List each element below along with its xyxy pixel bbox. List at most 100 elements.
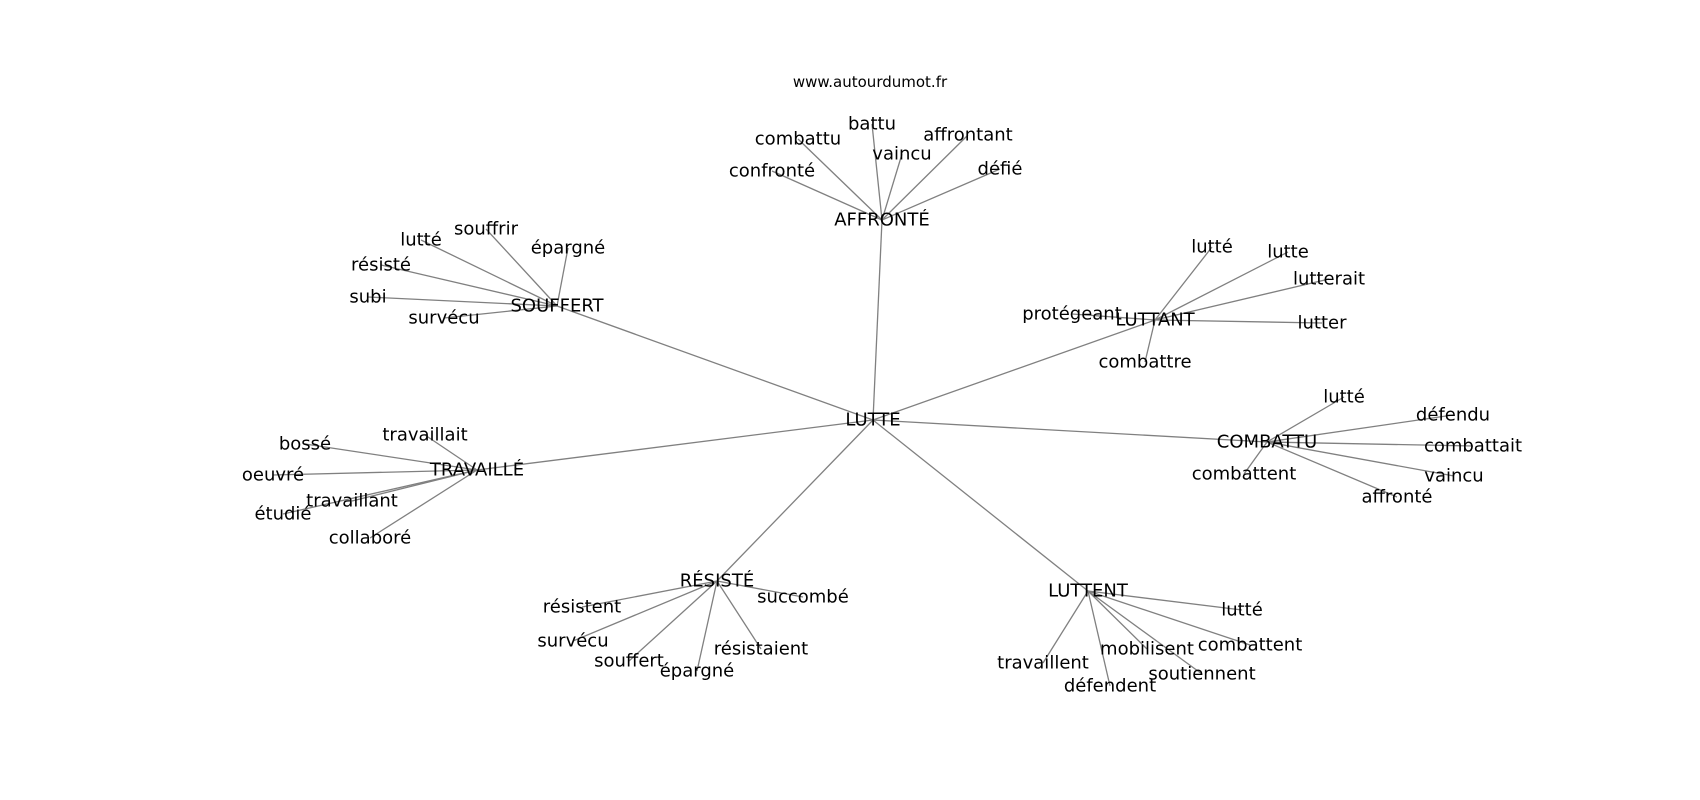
edge-affronte-combattu [797, 138, 883, 221]
edge-travaille-collabore [369, 469, 478, 539]
leaf-node-lutte: lutte [1267, 242, 1309, 263]
edge-combattu-defendu [1266, 414, 1454, 443]
hub-node-travaille: TRAVAILLÉ [429, 459, 524, 481]
leaf-node-travaillant: travaillant [306, 491, 398, 512]
edge-souffert-souffrir [485, 228, 558, 307]
leaf-node-souffrir: souffrir [454, 219, 519, 240]
edge-affronte-affrontant [881, 134, 969, 221]
leaf-node-defie: défié [978, 159, 1023, 180]
hub-node-combattu: COMBATTU [1217, 432, 1317, 453]
edge-luttant-lutter [1154, 319, 1323, 324]
edge-souffert-epargne [556, 247, 569, 307]
edge-resiste-resistaient [716, 580, 762, 650]
edge-souffert-resiste [380, 264, 558, 307]
edge-resiste-souffert [628, 580, 718, 662]
leaf-node-defendu: défendu [1416, 405, 1490, 426]
leaf-node-collabore: collaboré [329, 528, 411, 549]
edge-resiste-epargne [696, 580, 718, 672]
edge-affronte-confronte [771, 170, 883, 221]
leaf-node-resistaient: résistaient [714, 639, 808, 660]
leaf-node-affronte: affronté [1362, 487, 1433, 508]
leaf-node-survecu: survécu [537, 631, 608, 652]
leaf-node-travaillait: travaillait [382, 425, 467, 446]
edge-souffert-survecu [443, 305, 558, 319]
edge-combattu-combattait [1266, 441, 1474, 447]
edge-luttent-combattent [1087, 590, 1251, 646]
edge-luttent-defendent [1087, 590, 1111, 687]
edge-luttant-lutte [1154, 246, 1213, 321]
leaf-node-epargne: épargné [531, 238, 606, 259]
leaf-node-travaillent: travaillent [997, 653, 1089, 674]
hub-node-resiste: RÉSISTÉ [680, 570, 754, 592]
edge-luttant-protegeant [1071, 313, 1156, 321]
leaf-node-vaincu: vaincu [1424, 466, 1483, 487]
leaf-node-mobilisent: mobilisent [1100, 639, 1194, 660]
leaf-node-lutte: lutté [400, 230, 442, 251]
edge-travaille-travaillait [424, 434, 478, 471]
leaf-node-bosse: bossé [279, 434, 331, 455]
leaf-node-resiste: résisté [351, 255, 411, 276]
leaf-node-protegeant: protégeant [1022, 304, 1122, 325]
edge-center-luttant [872, 319, 1156, 421]
edge-travaille-oeuvre [272, 469, 478, 476]
edge-luttant-lutterait [1154, 278, 1330, 321]
leaf-node-battu: battu [848, 114, 896, 135]
edge-resiste-succombe [716, 580, 804, 598]
edge-affronte-vaincu [881, 153, 903, 221]
edge-luttant-lutte [1154, 251, 1289, 321]
edge-resiste-resistent [581, 580, 718, 608]
leaf-node-lutterait: lutterait [1293, 269, 1365, 290]
leaf-node-resistent: résistent [543, 597, 621, 618]
edge-travaille-bosse [304, 443, 478, 471]
leaf-node-combattre: combattre [1098, 352, 1191, 373]
edge-combattu-vaincu [1266, 441, 1455, 477]
hub-node-luttent: LUTTENT [1048, 581, 1129, 602]
edge-souffert-subi [367, 296, 558, 307]
hub-node-affronte: AFFRONTÉ [834, 209, 930, 231]
edge-center-resiste [716, 419, 874, 582]
leaf-node-oeuvre: oeuvré [242, 465, 304, 486]
edge-center-affronte [872, 219, 883, 421]
center-node-label: LUTTE [845, 410, 900, 431]
edge-affronte-defie [881, 168, 1001, 221]
edge-center-travaille [476, 419, 874, 471]
leaf-node-survecu: survécu [408, 308, 479, 329]
edge-combattu-lutte [1266, 396, 1345, 443]
edge-luttent-lutte [1087, 590, 1243, 611]
leaf-node-combattu: combattu [755, 129, 841, 150]
leaf-node-lutte: lutté [1191, 237, 1233, 258]
edge-combattu-affronte [1266, 441, 1398, 498]
leaf-node-affrontant: affrontant [923, 125, 1012, 146]
hub-node-luttant: LUTTANT [1115, 310, 1195, 331]
leaf-node-souffert: souffert [594, 651, 664, 672]
labels: LUTTEAFFRONTÉcombattubattuvaincuaffronta… [242, 114, 1522, 697]
leaf-node-defendent: défendent [1064, 676, 1156, 697]
edge-luttent-soutiennent [1087, 590, 1203, 675]
edge-center-souffert [556, 305, 874, 421]
edge-center-luttent [872, 419, 1089, 592]
edge-luttent-mobilisent [1087, 590, 1148, 650]
leaf-node-combattent: combattent [1192, 464, 1297, 485]
edge-travaille-etudie [282, 469, 478, 515]
leaf-node-combattait: combattait [1424, 436, 1522, 457]
leaf-node-etudie: étudié [254, 504, 311, 525]
leaf-node-confronte: confronté [729, 161, 815, 182]
leaf-node-epargne: épargné [660, 661, 735, 682]
edge-resiste-survecu [572, 580, 718, 642]
leaf-node-subi: subi [349, 287, 386, 308]
edge-affronte-battu [871, 123, 883, 221]
leaf-node-succombe: succombé [757, 587, 849, 608]
edge-luttant-combattre [1144, 319, 1156, 363]
hub-node-souffert: SOUFFERT [510, 296, 604, 317]
leaf-node-lutte: lutté [1323, 387, 1365, 408]
leaf-node-vaincu: vaincu [872, 144, 931, 165]
leaf-node-combattent: combattent [1198, 635, 1303, 656]
edge-center-combattu [872, 419, 1268, 443]
leaf-node-lutter: lutter [1298, 313, 1348, 334]
edges [272, 123, 1474, 687]
edge-luttent-travaillent [1042, 590, 1089, 664]
edge-souffert-lutte [420, 239, 558, 307]
edge-combattu-combattent [1243, 441, 1268, 475]
leaf-node-soutiennent: soutiennent [1148, 664, 1255, 685]
